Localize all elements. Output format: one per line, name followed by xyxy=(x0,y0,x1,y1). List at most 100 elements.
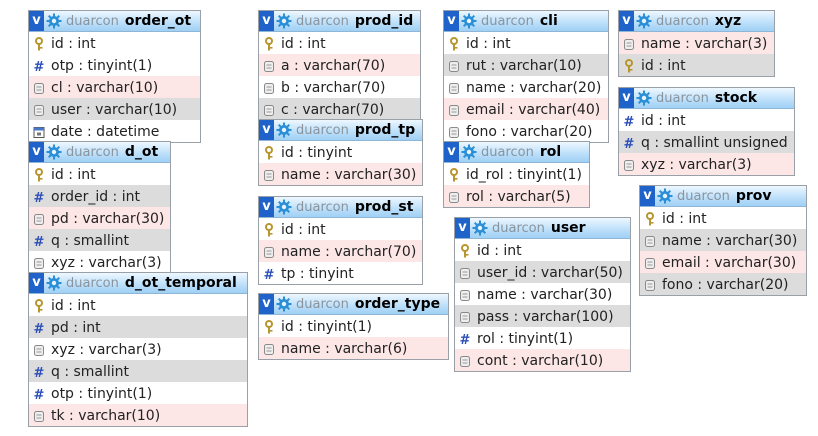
gear-icon[interactable] xyxy=(636,13,652,29)
gear-icon[interactable] xyxy=(276,122,292,138)
field-row[interactable]: name : varchar(30) xyxy=(455,283,630,305)
toggle-button[interactable]: v xyxy=(455,218,470,238)
field-row[interactable]: rol : varchar(5) xyxy=(444,185,589,207)
field-row[interactable]: cont : varchar(10) xyxy=(455,349,630,371)
gear-icon[interactable] xyxy=(46,144,62,160)
field-row[interactable]: #rol : tinyint(1) xyxy=(455,327,630,349)
field-row[interactable]: date : datetime xyxy=(29,120,200,142)
table-name[interactable]: prod_tp xyxy=(354,122,416,138)
field-row[interactable]: #q : smallint xyxy=(29,360,247,382)
gear-icon[interactable] xyxy=(636,90,652,106)
field-row[interactable]: id : int xyxy=(29,32,200,54)
field-row[interactable]: fono : varchar(20) xyxy=(444,120,608,142)
field-row[interactable]: user_id : varchar(50) xyxy=(455,261,630,283)
gear-icon[interactable] xyxy=(46,13,62,29)
gear-icon[interactable] xyxy=(472,220,488,236)
toggle-button[interactable]: v xyxy=(640,186,655,206)
toggle-button[interactable]: v xyxy=(259,120,274,140)
table-name[interactable]: xyz xyxy=(714,13,742,29)
field-row[interactable]: tk : varchar(10) xyxy=(29,404,247,426)
toggle-button[interactable]: v xyxy=(259,294,274,314)
field-row[interactable]: #id : int xyxy=(619,109,794,131)
field-row[interactable]: id : int xyxy=(619,54,774,76)
field-row[interactable]: #tp : tinyint xyxy=(259,262,422,284)
table-name[interactable]: prod_id xyxy=(354,13,414,29)
field-row[interactable]: #q : smallint unsigned xyxy=(619,131,794,153)
toggle-button[interactable]: v xyxy=(259,11,274,31)
table-name[interactable]: user xyxy=(550,220,586,236)
field-row[interactable]: name : varchar(20) xyxy=(444,76,608,98)
field-row[interactable]: pd : varchar(30) xyxy=(29,207,170,229)
table-name[interactable]: d_ot_temporal xyxy=(124,275,237,291)
field-row[interactable]: id : int xyxy=(29,294,247,316)
field-row[interactable]: xyz : varchar(3) xyxy=(29,251,170,273)
toggle-button[interactable]: v xyxy=(619,88,634,108)
toggle-button[interactable]: v xyxy=(444,11,459,31)
table-name[interactable]: order_ot xyxy=(124,13,192,29)
field-row[interactable]: name : varchar(3) xyxy=(619,32,774,54)
field-row[interactable]: id : int xyxy=(640,207,806,229)
field-row[interactable]: user : varchar(10) xyxy=(29,98,200,120)
toggle-button[interactable]: v xyxy=(619,11,634,31)
toggle-button[interactable]: v xyxy=(444,142,459,162)
field-row[interactable]: id : int xyxy=(29,163,170,185)
gear-icon[interactable] xyxy=(46,275,62,291)
field-row[interactable]: id : tinyint(1) xyxy=(259,315,448,337)
field-row[interactable]: a : varchar(70) xyxy=(259,54,420,76)
toggle-button[interactable]: v xyxy=(29,142,44,162)
field-row[interactable]: id : int xyxy=(455,239,630,261)
gear-icon[interactable] xyxy=(276,13,292,29)
field-row[interactable]: #otp : tinyint(1) xyxy=(29,54,200,76)
toggle-button[interactable]: v xyxy=(29,273,44,293)
table-name[interactable]: cli xyxy=(539,13,558,29)
toggle-button[interactable]: v xyxy=(259,197,274,217)
toggle-button[interactable]: v xyxy=(29,11,44,31)
field-row[interactable]: pass : varchar(100) xyxy=(455,305,630,327)
field-row[interactable]: #q : smallint xyxy=(29,229,170,251)
field-row[interactable]: xyz : varchar(3) xyxy=(619,153,794,175)
field-row[interactable]: id_rol : tinyint(1) xyxy=(444,163,589,185)
field-row[interactable]: b : varchar(70) xyxy=(259,76,420,98)
field-row[interactable]: #pd : int xyxy=(29,316,247,338)
field-row[interactable]: #otp : tinyint(1) xyxy=(29,382,247,404)
gear-icon[interactable] xyxy=(276,199,292,215)
gear-icon[interactable] xyxy=(657,188,673,204)
table-name[interactable]: rol xyxy=(539,144,562,160)
field-row[interactable]: email : varchar(40) xyxy=(444,98,608,120)
gear-icon[interactable] xyxy=(461,13,477,29)
gear-icon[interactable] xyxy=(276,296,292,312)
field-row[interactable]: fono : varchar(20) xyxy=(640,273,806,295)
field-row[interactable]: id : int xyxy=(259,32,420,54)
field-row[interactable]: id : int xyxy=(259,218,422,240)
field-row[interactable]: name : varchar(30) xyxy=(259,163,422,185)
field-row[interactable]: id : tinyint xyxy=(259,141,422,163)
table-name[interactable]: stock xyxy=(714,90,758,106)
field-row[interactable]: name : varchar(70) xyxy=(259,240,422,262)
field-row[interactable]: email : varchar(30) xyxy=(640,251,806,273)
field-row[interactable]: id : int xyxy=(444,32,608,54)
table-name[interactable]: d_ot xyxy=(124,144,159,160)
field-row[interactable]: name : varchar(30) xyxy=(640,229,806,251)
field-row[interactable]: #order_id : int xyxy=(29,185,170,207)
table-name[interactable]: order_type xyxy=(354,296,441,312)
